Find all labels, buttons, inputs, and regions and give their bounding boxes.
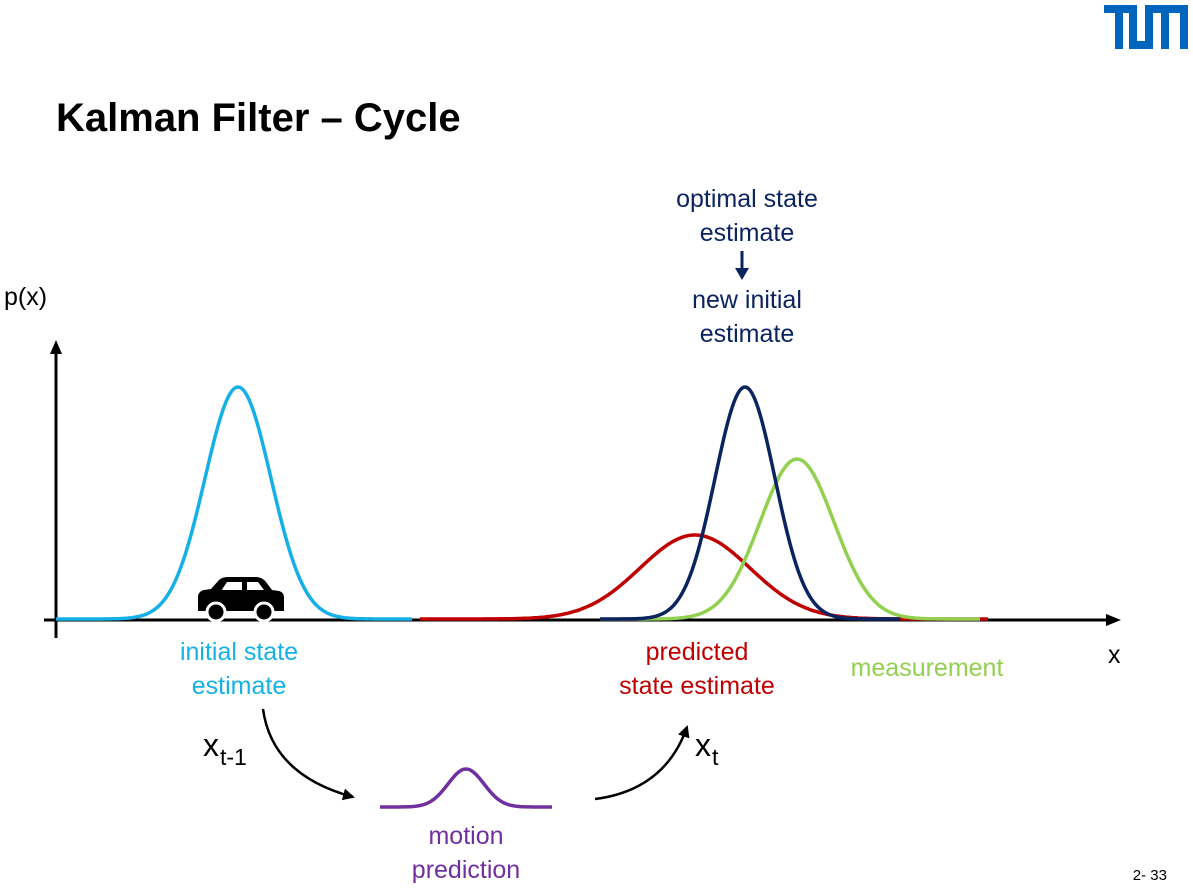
x-prev-subscript: t-1 <box>220 744 247 770</box>
x-prev-variable: xt-1 <box>203 727 247 771</box>
predicted-line2: state estimate <box>619 672 775 700</box>
tum-logo <box>1104 5 1188 49</box>
x-curr-subscript: t <box>712 744 719 770</box>
y-axis-arrowhead <box>50 340 62 354</box>
cycle-arrow-to-motion <box>261 708 355 801</box>
x-prev-base: x <box>203 727 219 763</box>
measurement-label: measurement <box>850 654 1004 682</box>
initial-state-label: initial state estimate <box>139 635 339 703</box>
x-axis-label: x <box>1108 641 1121 669</box>
page-number: 2- 33 <box>1132 867 1167 884</box>
optimal-state-curve <box>600 385 900 621</box>
x-axis-arrowhead <box>1106 614 1121 626</box>
new-initial-label: new initial estimate <box>647 283 847 351</box>
new-initial-line1: new initial <box>692 286 802 314</box>
optimal-state-line1: optimal state <box>676 185 818 213</box>
measurement-curve <box>600 457 980 621</box>
new-initial-line2: estimate <box>699 320 795 348</box>
predicted-state-curve <box>420 533 988 621</box>
x-curr-variable: xt <box>695 727 718 771</box>
motion-line1: motion <box>428 822 504 850</box>
optimal-state-line2: estimate <box>699 219 795 247</box>
optimal-state-label: optimal state estimate <box>647 182 847 250</box>
motion-line2: prediction <box>411 856 521 884</box>
initial-state-line2: estimate <box>191 672 287 700</box>
update-arrow-head <box>735 268 749 280</box>
predicted-state-label: predicted state estimate <box>597 635 797 703</box>
slide-title: Kalman Filter – Cycle <box>56 96 461 140</box>
car-icon <box>198 577 284 623</box>
initial-state-line1: initial state <box>179 638 299 666</box>
cycle-arrow-to-predicted <box>594 725 690 801</box>
motion-prediction-curve <box>380 767 552 809</box>
x-curr-base: x <box>695 727 711 763</box>
motion-prediction-label: motion prediction <box>366 819 566 887</box>
initial-state-curve <box>56 385 412 621</box>
predicted-line1: predicted <box>645 638 749 666</box>
y-axis-label: p(x) <box>4 283 48 311</box>
